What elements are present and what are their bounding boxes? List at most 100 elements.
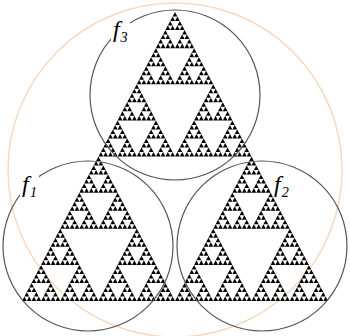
sierpinski-cell — [232, 296, 237, 301]
sierpinski-cell — [132, 242, 137, 247]
sierpinski-cell — [314, 296, 319, 301]
sierpinski-cell — [127, 116, 132, 121]
sierpinski-cell — [82, 202, 87, 207]
sierpinski-cell — [118, 224, 123, 229]
sierpinski-cell — [194, 53, 199, 58]
sierpinski-cell — [72, 202, 77, 207]
sierpinski-cell — [110, 184, 115, 189]
sierpinski-cell — [158, 57, 163, 62]
sierpinski-cell — [151, 116, 156, 121]
sierpinski-cell — [185, 80, 190, 85]
sierpinski-cell — [144, 283, 149, 288]
sierpinski-cell — [180, 71, 185, 76]
sierpinski-cell — [275, 278, 280, 283]
sierpinski-cell — [297, 283, 302, 288]
sierpinski-cell — [285, 224, 290, 229]
sierpinski-cell — [263, 292, 268, 297]
sierpinski-cell — [127, 296, 132, 301]
sierpinski-cell — [206, 256, 211, 261]
sierpinski-cell — [273, 202, 278, 207]
sierpinski-cell — [175, 26, 180, 31]
sierpinski-cell — [120, 274, 125, 279]
sierpinski-cell — [165, 296, 170, 301]
sierpinski-cell — [165, 71, 170, 76]
sierpinski-cell — [125, 211, 130, 216]
sierpinski-cell — [75, 260, 80, 265]
sierpinski-cell — [65, 215, 70, 220]
sierpinski-cell — [218, 296, 223, 301]
sierpinski-cell — [321, 292, 326, 297]
sierpinski-cell — [199, 80, 204, 85]
sierpinski-cell — [256, 170, 261, 175]
sierpinski-cell — [275, 206, 280, 211]
sierpinski-cell — [106, 138, 111, 143]
sierpinski-cell — [125, 138, 130, 143]
sierpinski-cell — [118, 260, 123, 265]
map-circle: f₁ — [2, 160, 174, 332]
sierpinski-cell — [158, 75, 163, 80]
sierpinski-cell — [103, 152, 108, 157]
sierpinski-cell — [187, 129, 192, 134]
sierpinski-cell — [170, 296, 175, 301]
sierpinski-cell — [280, 251, 285, 256]
sierpinski-cell — [137, 296, 142, 301]
sierpinski-cell — [87, 283, 92, 288]
sierpinski-cell — [125, 247, 130, 252]
sierpinski-cell — [151, 125, 156, 130]
sierpinski-cell — [223, 134, 228, 139]
sierpinski-cell — [75, 197, 80, 202]
sierpinski-cell — [271, 260, 276, 265]
sierpinski-cell — [51, 287, 56, 292]
sierpinski-cell — [149, 274, 154, 279]
sierpinski-cell — [65, 287, 70, 292]
sierpinski-cell — [263, 184, 268, 189]
sierpinski-cell — [228, 152, 233, 157]
sierpinski-cell — [113, 278, 118, 283]
sierpinski-cell — [256, 188, 261, 193]
sierpinski-cell — [197, 57, 202, 62]
sierpinski-cell — [232, 197, 237, 202]
sierpinski-cell — [240, 211, 245, 216]
sierpinski-cell — [225, 220, 230, 225]
sierpinski-cell — [254, 166, 259, 171]
sierpinski-cell — [204, 242, 209, 247]
sierpinski-cell — [271, 269, 276, 274]
sierpinski-cell — [275, 287, 280, 292]
sierpinski-cell — [151, 269, 156, 274]
sierpinski-cell — [304, 269, 309, 274]
sierpinski-cell — [127, 224, 132, 229]
sierpinski-cell — [63, 238, 68, 243]
sierpinski-cell — [146, 296, 151, 301]
sierpinski-cell — [273, 274, 278, 279]
sierpinski-cell — [223, 206, 228, 211]
sierpinski-cell — [218, 224, 223, 229]
sierpinski-cell — [285, 260, 290, 265]
sierpinski-cell — [216, 111, 221, 116]
sierpinski-cell — [201, 102, 206, 107]
sierpinski-cell — [139, 75, 144, 80]
sierpinski-cell — [280, 242, 285, 247]
sierpinski-cell — [199, 134, 204, 139]
sierpinski-cell — [132, 224, 137, 229]
sierpinski-cell — [180, 296, 185, 301]
sierpinski-cell — [113, 134, 118, 139]
sierpinski-cell — [89, 179, 94, 184]
sierpinski-cell — [218, 107, 223, 112]
sierpinski-cell — [161, 71, 166, 76]
sierpinski-cell — [53, 238, 58, 243]
sierpinski-cell — [261, 206, 266, 211]
sierpinski-cell — [96, 157, 101, 162]
sierpinski-cell — [130, 111, 135, 116]
sierpinski-cell — [311, 274, 316, 279]
sierpinski-cell — [72, 220, 77, 225]
sierpinski-cell — [113, 269, 118, 274]
sierpinski-cell — [292, 256, 297, 261]
sierpinski-cell — [165, 80, 170, 85]
sierpinski-cell — [67, 283, 72, 288]
sierpinski-cell — [120, 111, 125, 116]
sierpinski-cell — [228, 278, 233, 283]
sierpinski-cell — [283, 292, 288, 297]
sierpinski-cell — [271, 224, 276, 229]
sierpinski-cell — [189, 44, 194, 49]
sierpinski-cell — [156, 134, 161, 139]
